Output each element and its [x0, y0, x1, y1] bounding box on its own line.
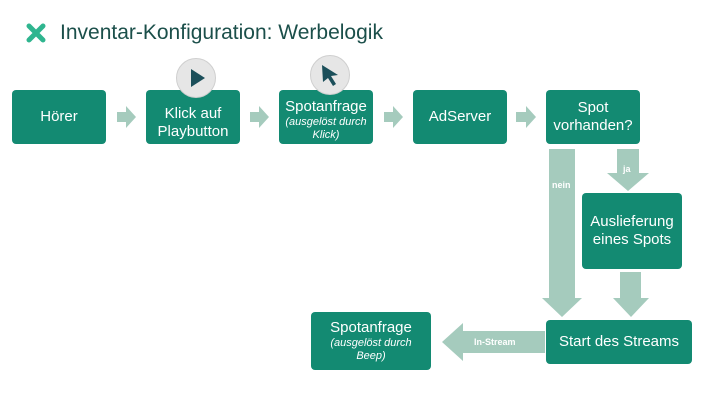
node-spotanfrage2-title: Spotanfrage [330, 319, 412, 336]
title-text: Inventar-Konfiguration: Werbelogik [60, 21, 383, 44]
node-auslieferung: Auslieferung eines Spots [582, 193, 682, 269]
x-mark-icon [26, 23, 46, 43]
node-auslieferung-label: Auslieferung eines Spots [590, 213, 674, 248]
node-hoerer: Hörer [12, 90, 106, 144]
node-spot-label: Spot vorhanden? [553, 99, 633, 134]
node-spotanfrage-beep: Spotanfrage (ausgelöst durch Beep) [311, 312, 431, 370]
node-hoerer-label: Hörer [40, 108, 78, 125]
edge-label-ja: ja [623, 164, 631, 174]
arrow-auslieferung-start [613, 272, 649, 317]
cursor-icon [310, 55, 350, 95]
node-spotanfrage-sub: (ausgelöst durch Klick) [285, 116, 367, 141]
arrow-instream [442, 323, 545, 361]
node-spotanfrage2-sub: (ausgelöst durch Beep) [330, 337, 412, 362]
page-title: Inventar-Konfiguration: Werbelogik [26, 18, 383, 48]
arrow-klick-spotanfrage [250, 106, 269, 128]
node-spotanfrage-title: Spotanfrage [285, 98, 367, 115]
play-icon [176, 58, 216, 98]
arrow-spotanfrage-adserver [384, 106, 403, 128]
node-klick-label: Klick auf Playbutton [157, 105, 229, 140]
edge-label-nein: nein [552, 180, 571, 190]
arrow-adserver-spot [516, 106, 536, 128]
node-start-label: Start des Streams [558, 333, 680, 350]
arrow-nein [542, 149, 582, 317]
node-adserver: AdServer [413, 90, 507, 144]
arrow-hoerer-klick [117, 106, 136, 128]
node-spotanfrage: Spotanfrage (ausgelöst durch Klick) [279, 90, 373, 144]
arrow-ja [607, 149, 649, 191]
node-spot-vorhanden: Spot vorhanden? [546, 90, 640, 144]
node-start-stream: Start des Streams [546, 320, 692, 364]
node-adserver-label: AdServer [428, 108, 492, 125]
node-klick: Klick auf Playbutton [146, 90, 240, 144]
edge-label-instream: In-Stream [474, 337, 516, 347]
